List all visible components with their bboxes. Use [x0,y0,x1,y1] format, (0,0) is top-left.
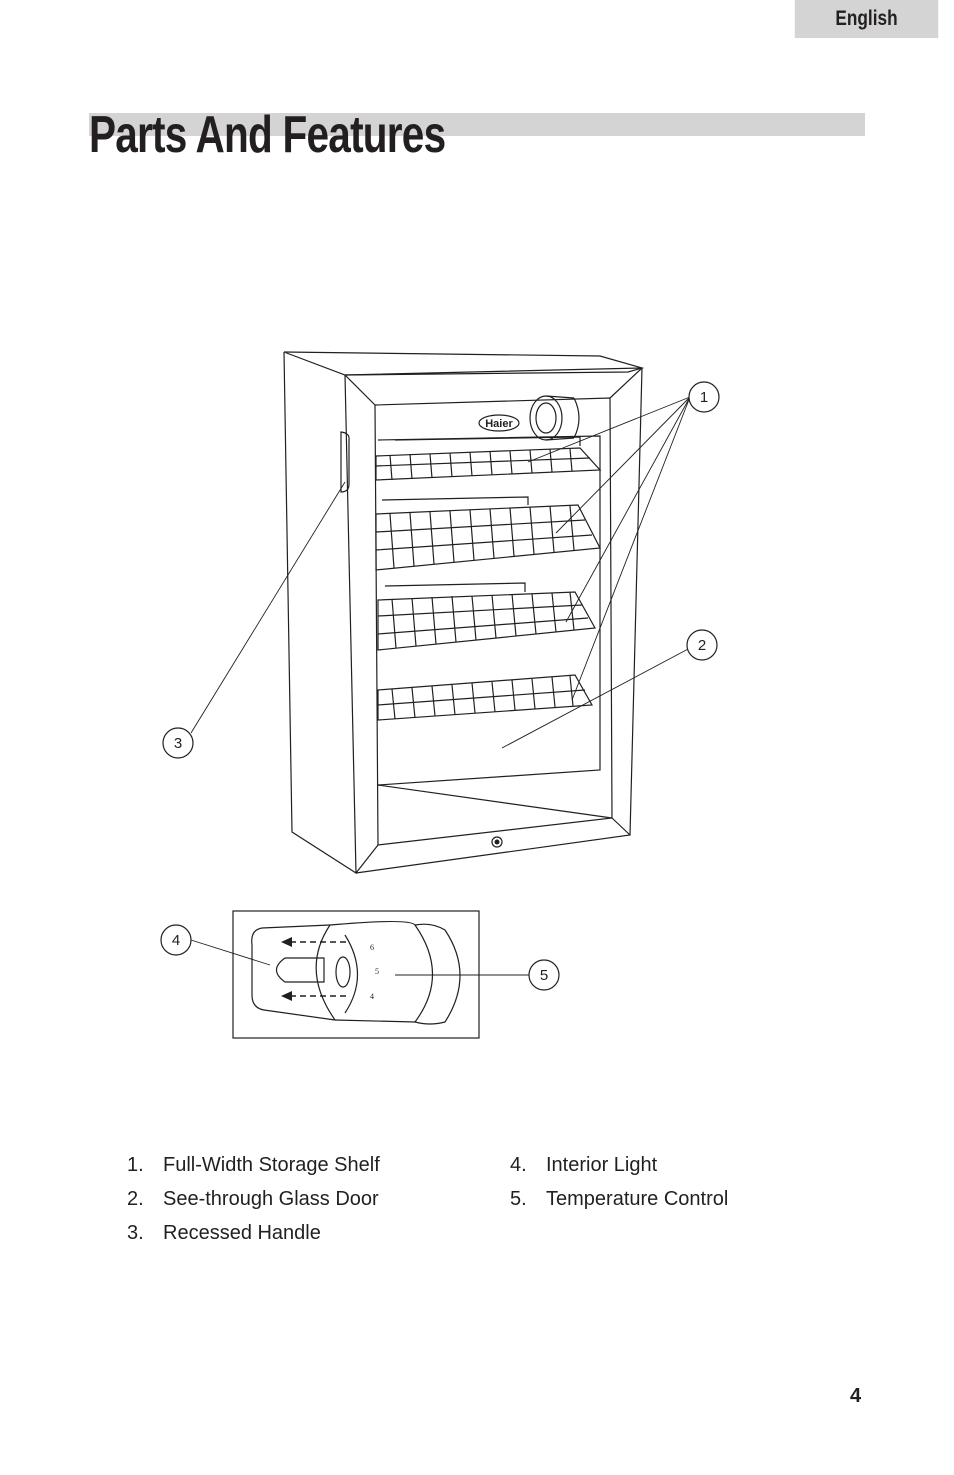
title-bar [89,113,865,136]
callout-5: 5 [528,959,560,991]
svg-text:5: 5 [540,967,548,984]
legend-item-1: 1.Full-Width Storage Shelf [127,1154,380,1176]
cabinet-top [283,351,645,376]
callout-1: 1 [688,381,720,413]
legend-left: 1.Full-Width Storage Shelf 2.See-through… [127,1148,380,1250]
svg-text:1: 1 [700,389,708,406]
page-number: 4 [850,1385,862,1407]
legend-item-3: 3.Recessed Handle [127,1222,321,1244]
dial-mark-4: 4 [370,992,374,1001]
detail-inset [232,910,480,1039]
callout-2: 2 [686,629,718,661]
recessed-handle [340,431,350,493]
cabinet-side [283,351,357,875]
legend-item-4: 4.Interior Light [510,1154,658,1176]
light-bulb-icon [275,957,325,983]
dial-mark-6: 6 [370,943,374,952]
shelf-2 [375,496,601,571]
callout-3: 3 [162,727,194,759]
callout-4: 4 [160,924,192,956]
svg-text:4: 4 [172,932,180,949]
page-title: Parts And Features [89,106,446,164]
svg-text:3: 3 [174,735,182,752]
dial-mark-5: 5 [375,967,379,976]
legend-item-5: 5.Temperature Control [510,1188,729,1210]
shelf-3 [377,582,596,651]
language-tab: English [794,0,939,38]
svg-text:2: 2 [698,637,706,654]
legend-right: 4.Interior Light 5.Temperature Control [510,1148,728,1216]
brand-logo: Haier [485,418,513,430]
cabinet-front [344,367,643,874]
legend-item-2: 2.See-through Glass Door [127,1188,379,1210]
shelf-4 [377,674,593,721]
shelf-1 [375,436,602,481]
